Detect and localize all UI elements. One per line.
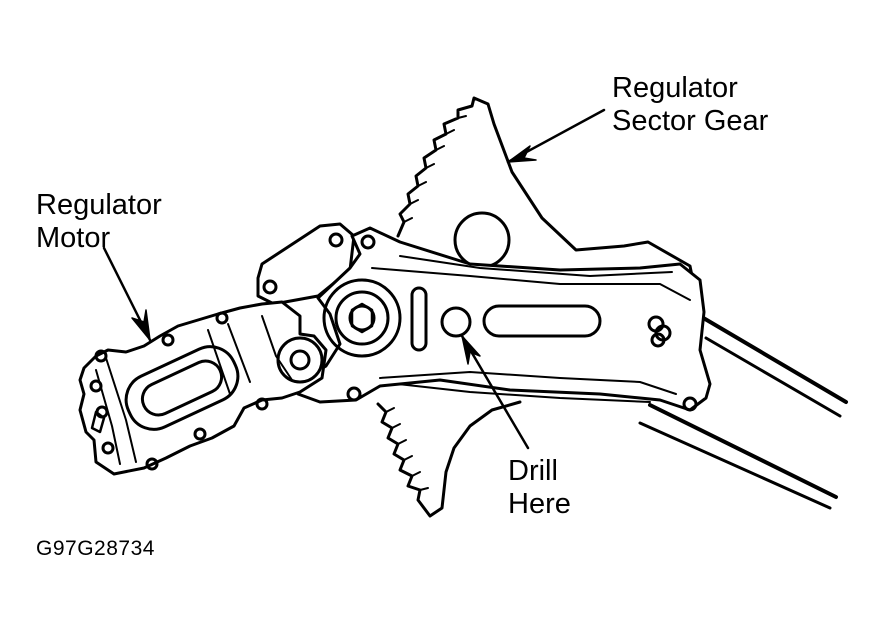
motor-label: Regulator Motor — [36, 189, 162, 255]
drill-label-line1: Drill — [508, 455, 558, 487]
drill-here-label: Drill Here — [508, 455, 571, 521]
sector-gear-label: Regulator Sector Gear — [612, 72, 768, 138]
mounting-plate — [256, 222, 712, 412]
leader-arrows — [102, 108, 606, 450]
motor-window-inner — [140, 359, 224, 417]
drill-label-line2: Here — [508, 488, 571, 520]
plate-vertical-slot — [410, 286, 428, 352]
regulator-motor — [78, 300, 328, 476]
plate-slot — [482, 304, 602, 338]
sector-gear-label-line2: Sector Gear — [612, 105, 769, 137]
plate-fasteners — [647, 315, 672, 348]
sector-gear-label-line1: Regulator — [612, 72, 738, 104]
figure-id: G97G28734 — [36, 537, 155, 560]
motor-label-line1: Regulator — [36, 189, 162, 221]
lift-arms — [638, 314, 848, 510]
motor-label-line2: Motor — [36, 222, 111, 254]
motor-connector — [90, 410, 106, 434]
motor-window-outer — [124, 345, 240, 431]
drill-here-marker — [440, 306, 472, 338]
drive-hub — [322, 278, 402, 358]
lower-sector-gear — [376, 400, 522, 518]
